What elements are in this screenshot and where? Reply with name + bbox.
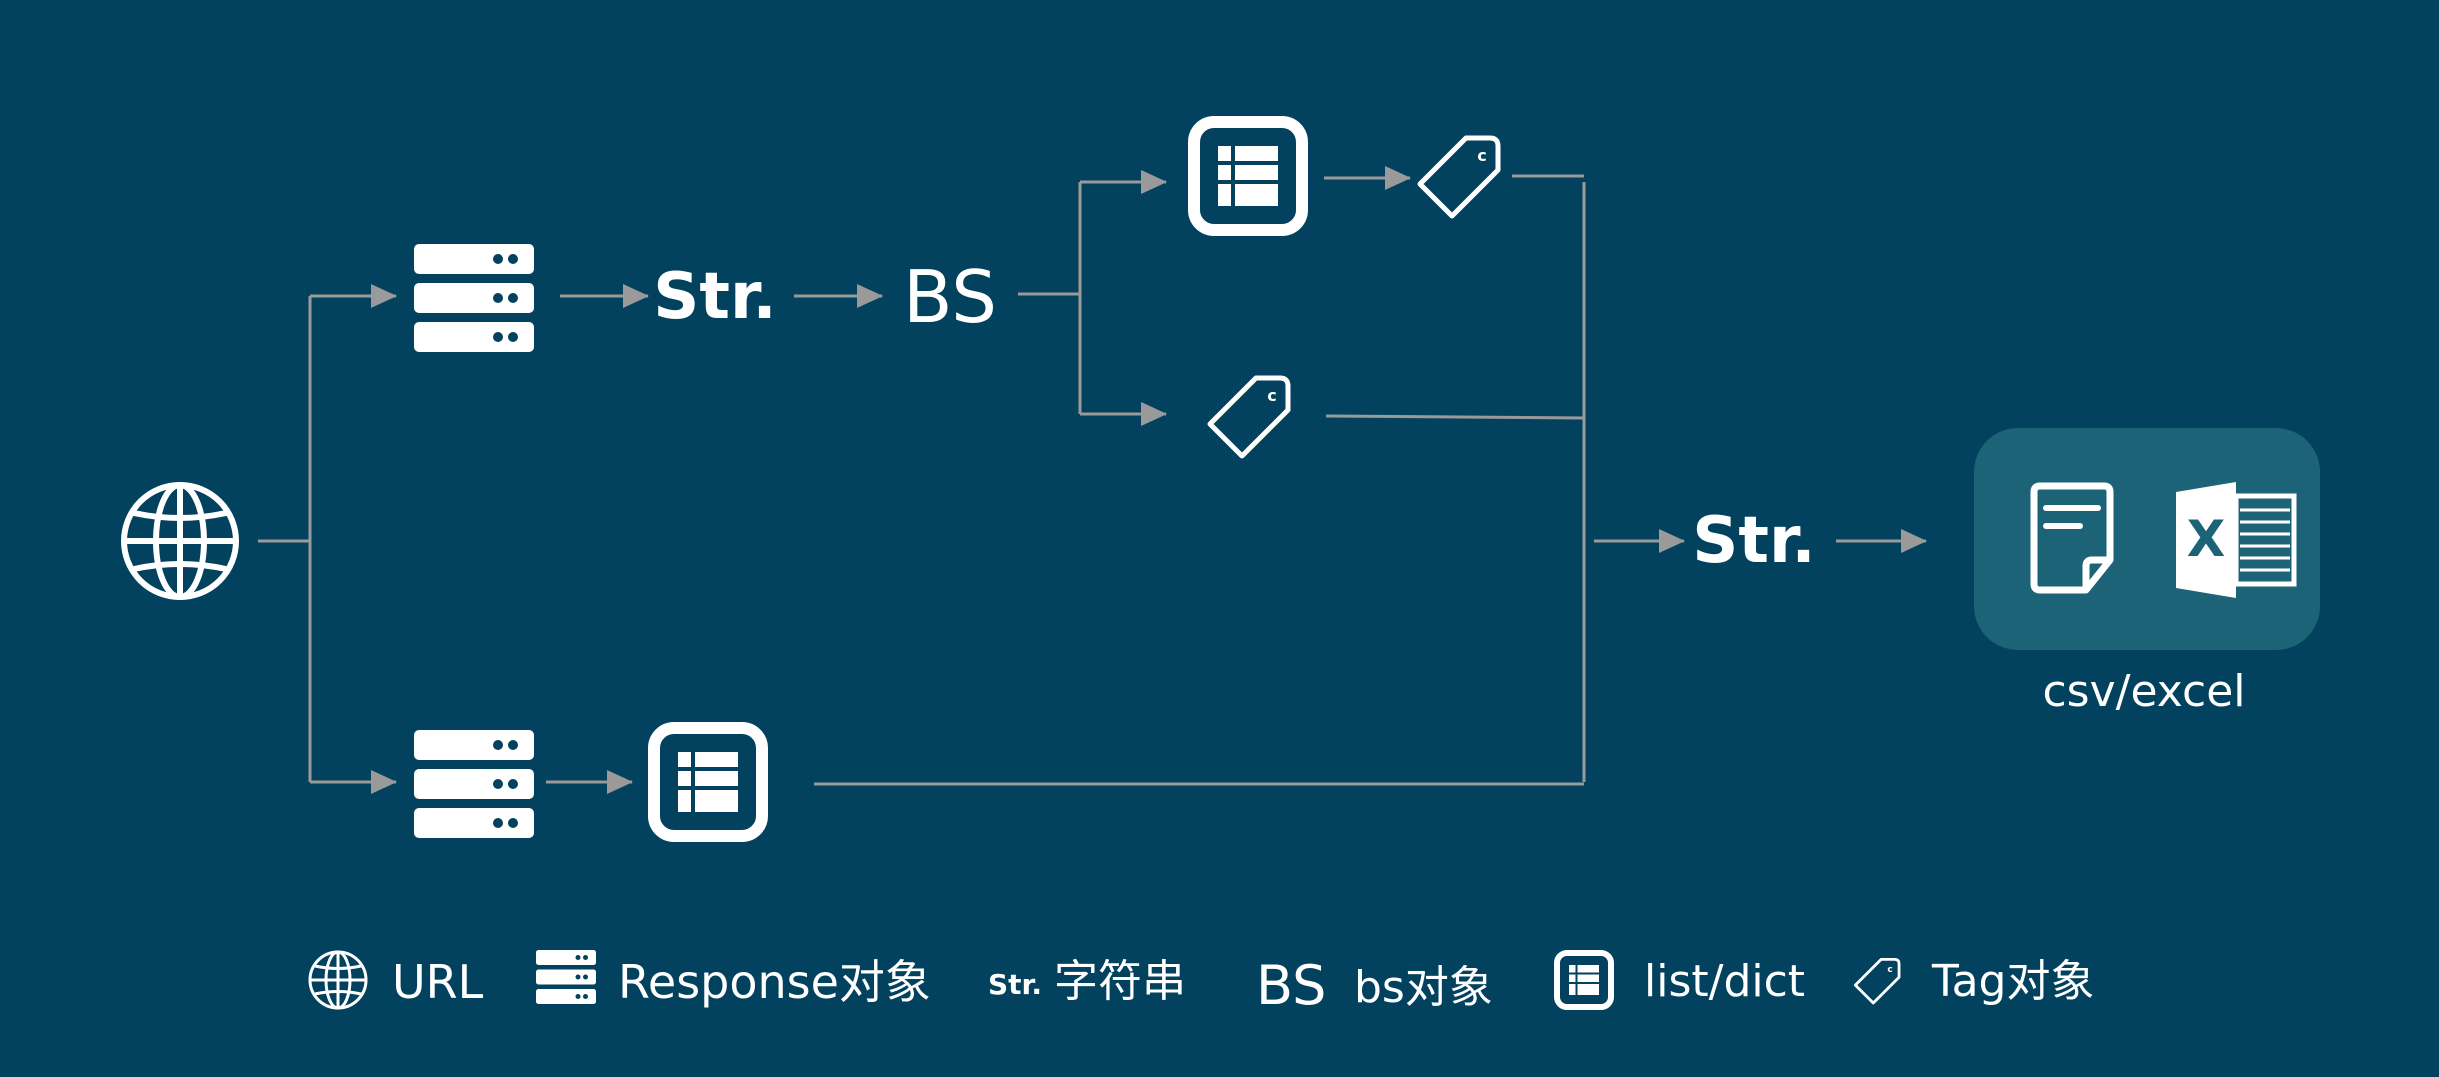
server-stack-icon bbox=[536, 950, 596, 1004]
connectors bbox=[258, 166, 1927, 794]
output-box bbox=[1974, 428, 2320, 650]
url-node bbox=[124, 485, 236, 597]
price-tag-icon bbox=[1853, 957, 1901, 1005]
output-node: X bbox=[1974, 428, 2320, 650]
list-node-upper bbox=[1194, 122, 1302, 230]
legend-response-label: Response对象 bbox=[618, 955, 931, 1009]
price-tag-icon bbox=[1420, 138, 1498, 216]
tag-node-middle bbox=[1210, 378, 1288, 456]
legend-tag: Tag对象 bbox=[1853, 956, 2095, 1007]
bs-node: BS bbox=[903, 255, 997, 339]
legend-response: Response对象 bbox=[536, 950, 931, 1009]
list-box-icon bbox=[1557, 953, 1611, 1007]
tag-node-upper bbox=[1420, 138, 1498, 216]
server-stack-icon bbox=[414, 730, 534, 838]
str-node-upper: Str. bbox=[653, 260, 776, 334]
legend-str-symbol: Str. bbox=[988, 968, 1042, 1001]
str-node-merge: Str. bbox=[1692, 504, 1815, 578]
document-icon bbox=[2030, 482, 2114, 594]
legend-list-label: list/dict bbox=[1644, 956, 1805, 1007]
legend-url: URL bbox=[308, 950, 484, 1010]
legend-url-label: URL bbox=[392, 955, 484, 1009]
legend-list: list/dict bbox=[1557, 953, 1805, 1007]
response-node-lower bbox=[414, 730, 534, 838]
svg-text:X: X bbox=[2187, 510, 2226, 568]
globe-icon bbox=[124, 485, 236, 597]
price-tag-icon bbox=[1210, 378, 1288, 456]
server-stack-icon bbox=[414, 244, 534, 352]
legend: URL Response对象 Str. 字符串 BS bs对象 list/dic… bbox=[308, 950, 2095, 1017]
output-label: csv/excel bbox=[2042, 666, 2245, 717]
excel-icon: X bbox=[2176, 482, 2297, 598]
legend-tag-label: Tag对象 bbox=[1931, 956, 2095, 1007]
list-box-icon bbox=[654, 728, 762, 836]
legend-str-label: 字符串 bbox=[1054, 956, 1186, 1007]
response-node-upper bbox=[414, 244, 534, 352]
legend-bs-label: bs对象 bbox=[1354, 962, 1493, 1013]
legend-bs: BS bs对象 bbox=[1256, 954, 1493, 1017]
legend-bs-symbol: BS bbox=[1256, 954, 1326, 1017]
list-node-lower bbox=[654, 728, 762, 836]
globe-icon bbox=[308, 950, 368, 1010]
list-box-icon bbox=[1194, 122, 1302, 230]
legend-str: Str. 字符串 bbox=[988, 956, 1186, 1007]
